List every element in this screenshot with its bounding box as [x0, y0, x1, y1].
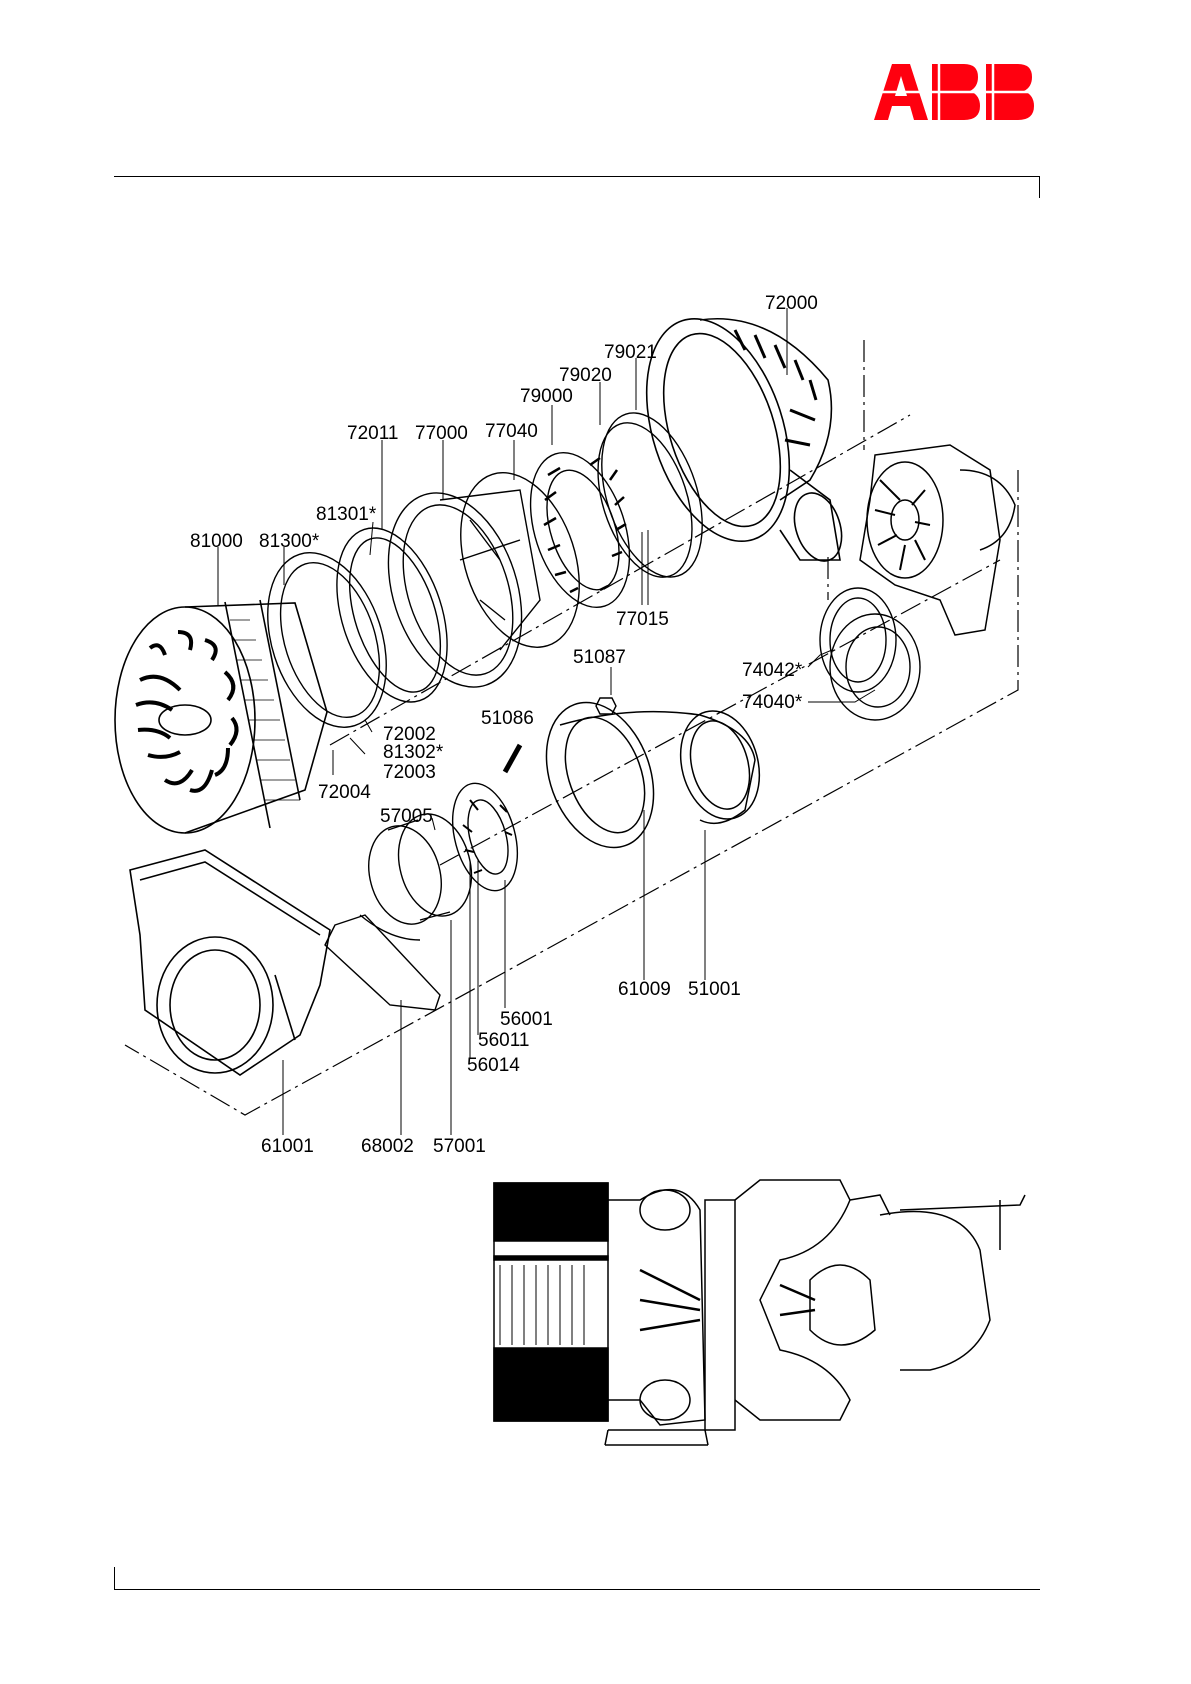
air-outlet-casing-61001 [130, 850, 330, 1075]
label-56011: 56011 [478, 1031, 529, 1051]
label-56014: 56014 [467, 1056, 520, 1076]
label-61009: 61009 [618, 980, 671, 1000]
label-74042: 74042* [742, 661, 802, 681]
disc-79020 [580, 411, 709, 589]
label-56001: 56001 [500, 1010, 553, 1030]
label-79021: 79021 [604, 343, 657, 363]
ring-77040 [440, 457, 600, 662]
ring-81301 [317, 514, 468, 716]
gas-inlet-casing-51001 [527, 687, 771, 862]
label-77000: 77000 [415, 424, 468, 444]
label-81300: 81300* [259, 532, 319, 552]
label-81301: 81301* [316, 505, 376, 525]
label-51001: 51001 [688, 980, 741, 1000]
label-77015: 77015 [616, 610, 669, 630]
label-74040: 74040* [742, 693, 802, 713]
label-79020: 79020 [559, 366, 612, 386]
stud-51086 [505, 745, 520, 772]
compressor-unit [860, 445, 1015, 635]
label-51087: 51087 [573, 648, 626, 668]
label-81000: 81000 [190, 532, 243, 552]
inducer-56001 [442, 776, 528, 898]
label-79000: 79000 [520, 387, 573, 407]
filter-mesh-pattern [230, 620, 300, 800]
label-61001: 61001 [261, 1137, 314, 1157]
label-72011: 72011 [347, 424, 398, 444]
label-57001: 57001 [433, 1137, 486, 1157]
label-72004: 72004 [318, 783, 371, 803]
nozzle-ring-79000 [512, 440, 647, 620]
elbow-74040 [820, 588, 920, 720]
turbine-casing-72000 [621, 301, 850, 568]
housing-77000 [365, 476, 545, 705]
label-72000: 72000 [765, 294, 818, 314]
sectional-view [494, 1180, 1025, 1445]
label-77040: 77040 [485, 422, 538, 442]
support-68002 [325, 915, 440, 1010]
label-68002: 68002 [361, 1137, 414, 1157]
label-57005: 57005 [380, 807, 433, 827]
label-81302: 81302* [383, 743, 443, 763]
label-72003: 72003 [383, 763, 436, 783]
label-51086: 51086 [481, 709, 534, 729]
filter-silencer-81000 [115, 600, 327, 833]
